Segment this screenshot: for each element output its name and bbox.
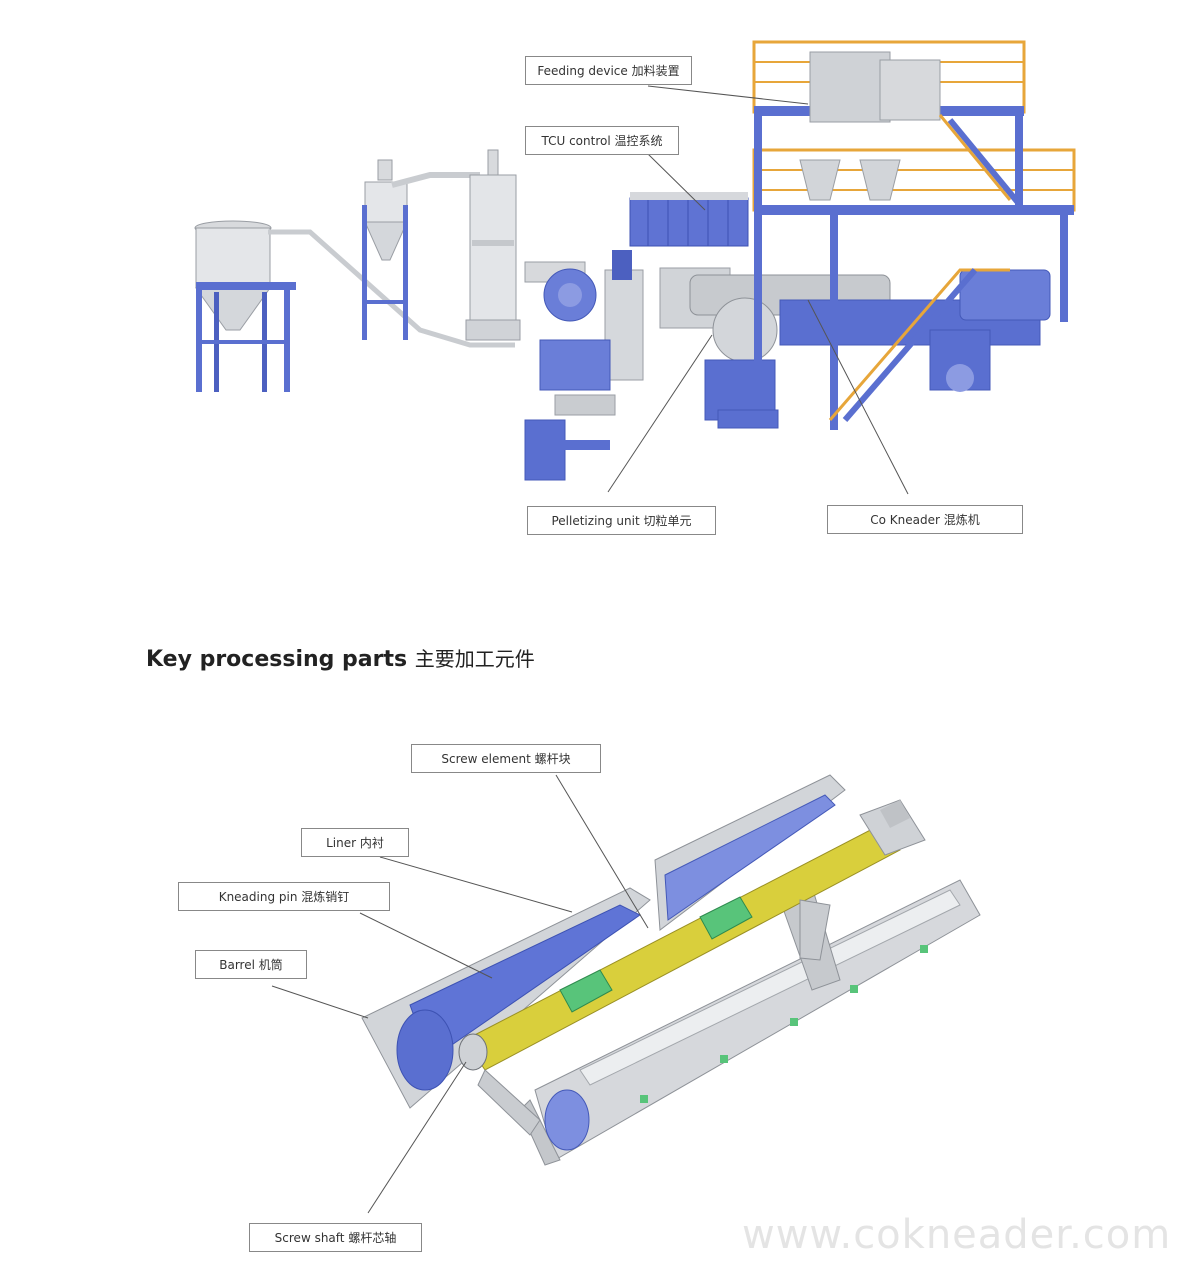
label-tcu-control-text: TCU control 温控系统 xyxy=(541,134,663,148)
cyclone xyxy=(362,159,480,340)
label-screw-shaft: Screw shaft 螺杆芯轴 xyxy=(249,1223,422,1252)
label-kneading-pin: Kneading pin 混炼销钉 xyxy=(178,882,390,911)
section-heading-en: Key processing parts xyxy=(146,647,408,672)
label-feeding-device-text: Feeding device 加料装置 xyxy=(537,64,680,78)
tcu-cabinets xyxy=(629,192,749,247)
label-co-kneader-text: Co Kneader 混炼机 xyxy=(870,513,980,527)
vertical-mixer xyxy=(465,149,521,341)
label-liner-text: Liner 内衬 xyxy=(326,836,384,850)
plant-illustration xyxy=(194,40,1076,495)
plant-leader-lines xyxy=(607,85,909,495)
screw-assembly xyxy=(458,799,926,1071)
label-liner: Liner 内衬 xyxy=(301,828,409,857)
feeding-tower xyxy=(752,40,1076,430)
label-barrel-text: Barrel 机筒 xyxy=(219,958,283,972)
label-kneading-pin-text: Kneading pin 混炼销钉 xyxy=(218,890,350,904)
label-pelletizing-unit-text: Pelletizing unit 切粒单元 xyxy=(551,514,692,528)
section-heading-cn: 主要加工元件 xyxy=(414,647,535,671)
section-heading: Key processing parts 主要加工元件 xyxy=(146,643,535,672)
pelletizing-group xyxy=(524,250,644,481)
conveying-pipe xyxy=(268,229,515,348)
support-frames xyxy=(477,899,831,1136)
silo-left xyxy=(194,220,296,392)
website-watermark: www.cokneader.com xyxy=(742,1212,1172,1258)
barrel-upper-half xyxy=(361,887,651,1109)
barrel-upper-right xyxy=(654,774,846,991)
co-kneader-machine xyxy=(659,267,1051,421)
barrel-lower-half xyxy=(519,879,981,1166)
label-screw-shaft-text: Screw shaft 螺杆芯轴 xyxy=(274,1231,397,1245)
label-tcu-control: TCU control 温控系统 xyxy=(525,126,679,155)
label-feeding-device: Feeding device 加料装置 xyxy=(525,56,692,85)
label-pelletizing-unit: Pelletizing unit 切粒单元 xyxy=(527,506,716,535)
label-co-kneader: Co Kneader 混炼机 xyxy=(827,505,1023,534)
label-screw-element: Screw element 螺杆块 xyxy=(411,744,601,773)
label-screw-element-text: Screw element 螺杆块 xyxy=(441,752,571,766)
label-barrel: Barrel 机筒 xyxy=(195,950,307,979)
belt-conveyor xyxy=(717,409,779,429)
